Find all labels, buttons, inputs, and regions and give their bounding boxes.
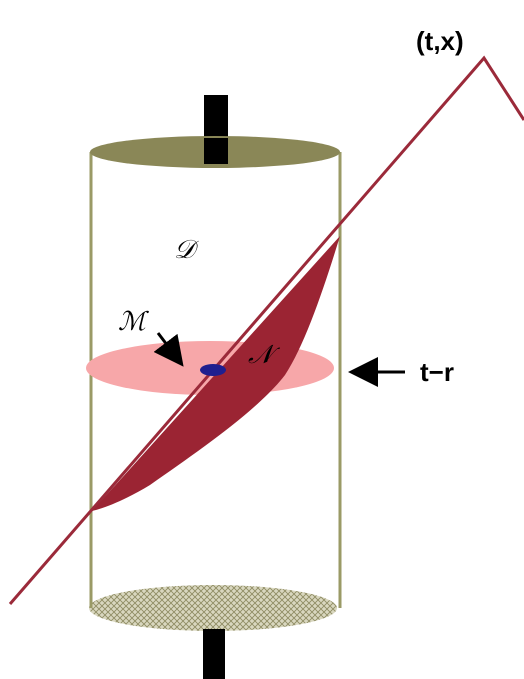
light-cone-line (8, 55, 524, 605)
region-m-label: ℳ (118, 307, 149, 337)
cylinder-bottom-cap (89, 585, 337, 631)
axis-bar-top-overlay (204, 138, 228, 164)
region-d-label: 𝒟 (174, 235, 199, 265)
point-dot (200, 364, 226, 376)
time-slice-label: t−r (420, 357, 454, 387)
point-label: (t,x) (416, 26, 464, 56)
arrow-icon (153, 332, 184, 367)
axis-bar-bottom (203, 629, 225, 679)
